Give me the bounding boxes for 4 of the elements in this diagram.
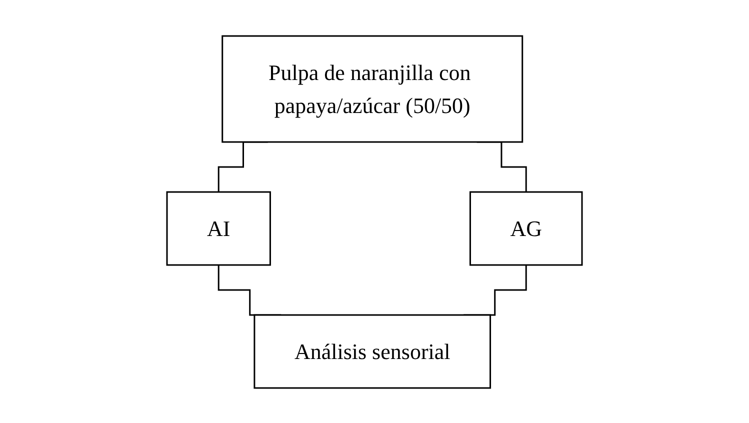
node-box: AG [469, 190, 583, 266]
node-box: Análisis sensorial [254, 314, 492, 388]
node-box: Pulpa de naranjilla con papaya/azúcar (50/50) [222, 34, 524, 142]
node-box: AI [166, 190, 271, 266]
